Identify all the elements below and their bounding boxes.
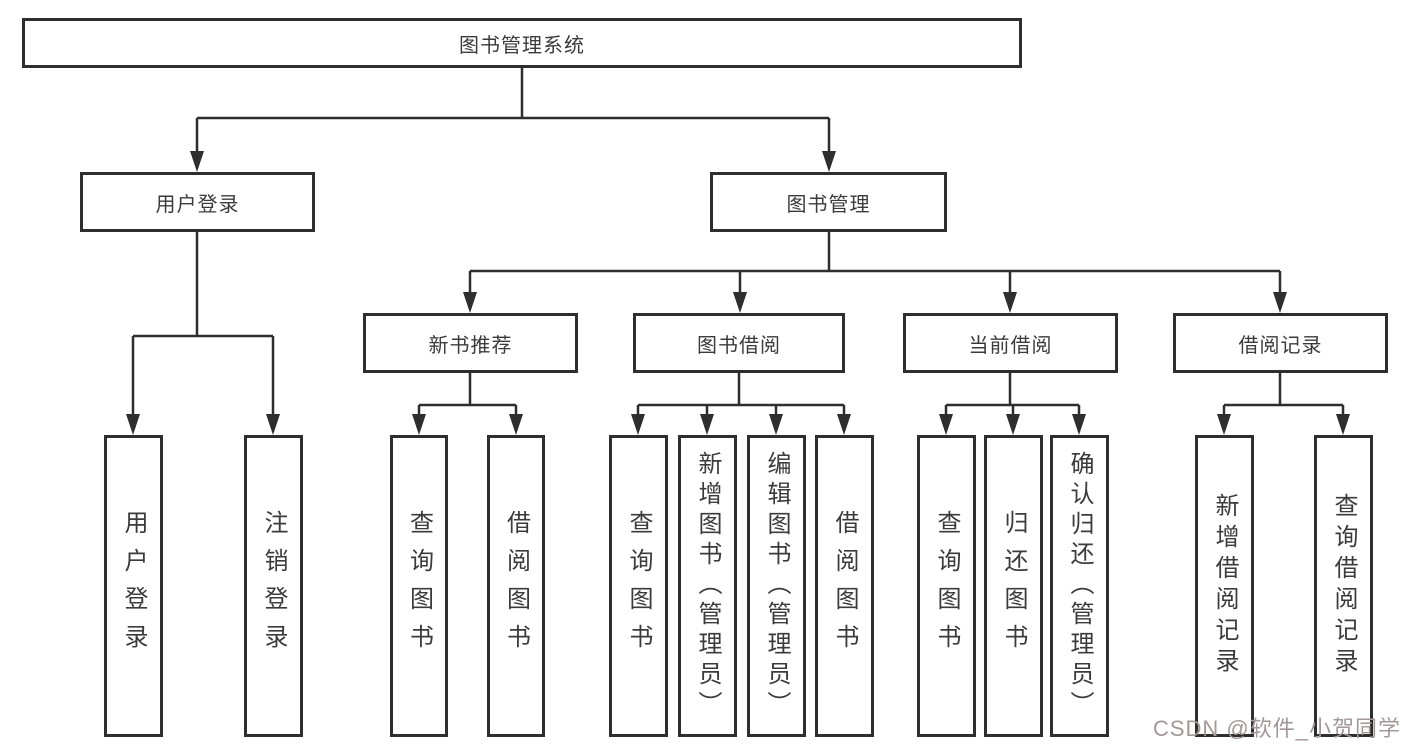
leaf-query-books-borrow: 查询图书 xyxy=(609,435,668,737)
leaf-query-books-recommend: 查询图书 xyxy=(390,435,448,737)
leaf-borrow-books: 借阅图书 xyxy=(815,435,874,737)
node-root-system: 图书管理系统 xyxy=(22,18,1022,68)
node-book-borrow: 图书借阅 xyxy=(633,313,845,373)
leaf-query-books-current: 查询图书 xyxy=(917,435,976,737)
leaf-query-borrow-record: 查询借阅记录 xyxy=(1314,435,1373,737)
leaf-add-books-admin: 新增图书（管理员） xyxy=(678,435,737,737)
node-current-borrow: 当前借阅 xyxy=(903,313,1118,373)
node-new-book-recommend: 新书推荐 xyxy=(363,313,578,373)
arrowheads xyxy=(126,151,1350,435)
leaf-confirm-return-admin: 确认归还（管理员） xyxy=(1050,435,1109,737)
node-book-management: 图书管理 xyxy=(710,172,947,232)
leaf-return-books: 归还图书 xyxy=(984,435,1043,737)
leaf-borrow-books-recommend: 借阅图书 xyxy=(487,435,545,737)
leaf-add-borrow-record: 新增借阅记录 xyxy=(1195,435,1254,737)
watermark: CSDN @软件_小贺同学 xyxy=(1152,716,1401,741)
node-borrow-records: 借阅记录 xyxy=(1173,313,1388,373)
leaf-logout: 注销登录 xyxy=(244,435,303,737)
node-user-login: 用户登录 xyxy=(80,172,315,232)
leaf-edit-books-admin: 编辑图书（管理员） xyxy=(747,435,806,737)
leaf-user-login: 用户登录 xyxy=(104,435,163,737)
